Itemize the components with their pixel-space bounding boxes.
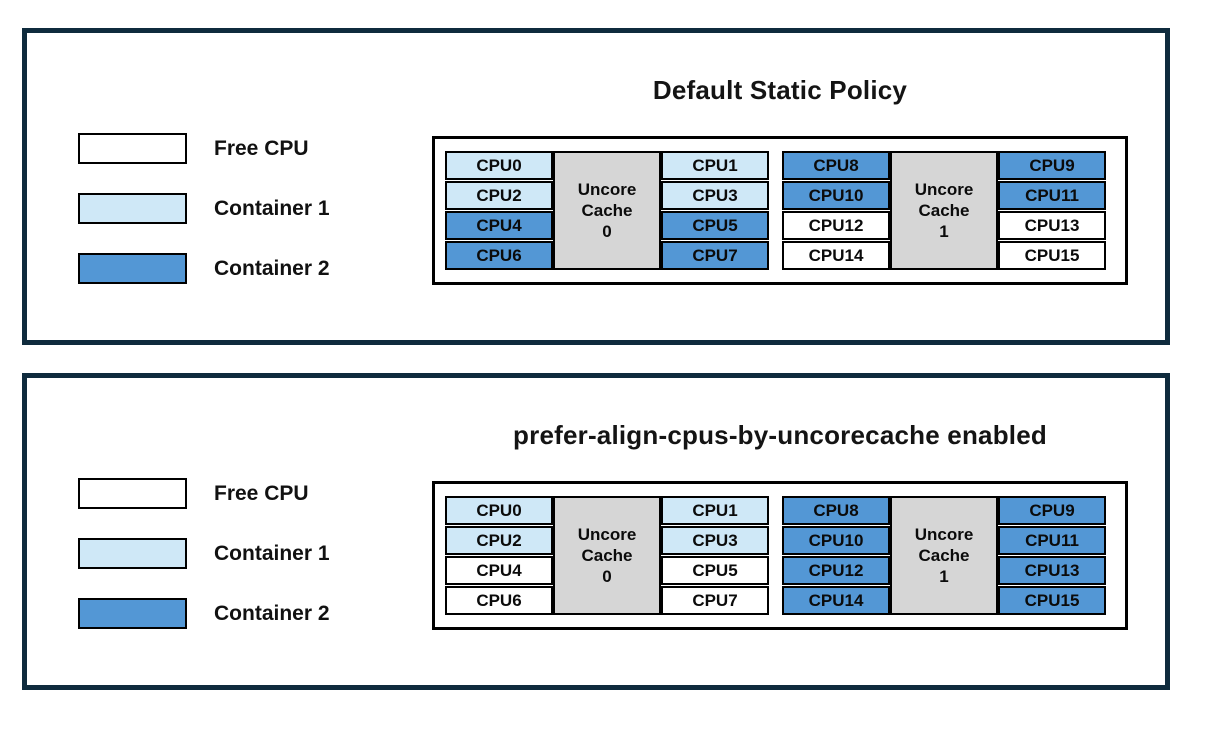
cpu-column-right: CPU1 CPU3 CPU5 CPU7 xyxy=(661,151,769,270)
cpu-cell: CPU10 xyxy=(782,526,890,555)
panel-title: Default Static Policy xyxy=(652,75,908,105)
cpu-cell: CPU2 xyxy=(445,181,553,210)
cpu-cell: CPU11 xyxy=(998,526,1106,555)
cpu-cell: CPU0 xyxy=(445,151,553,180)
uncore-cache-1-block: Uncore Cache 1 xyxy=(890,151,998,270)
cpu-column-right: CPU1 CPU3 CPU5 CPU7 xyxy=(661,496,769,615)
uncore-cache-0-block: Uncore Cache 0 xyxy=(553,151,661,270)
cpu-cell: CPU9 xyxy=(998,496,1106,525)
legend-swatch-container-1 xyxy=(78,538,187,569)
cache-label-line: 1 xyxy=(939,567,949,587)
legend-label: Free CPU xyxy=(214,136,309,160)
uncore-cache-0-block: Uncore Cache 0 xyxy=(553,496,661,615)
cpu-cell: CPU8 xyxy=(782,496,890,525)
cpu-cell: CPU5 xyxy=(661,211,769,240)
legend-row-free-cpu: Free CPU xyxy=(78,133,330,164)
cache-label-line: Uncore xyxy=(577,179,637,199)
legend: Free CPU Container 1 Container 2 xyxy=(78,478,330,629)
cpu-cell: CPU2 xyxy=(445,526,553,555)
cpu-cell: CPU0 xyxy=(445,496,553,525)
cpu-cell: CPU14 xyxy=(782,586,890,615)
cpu-cell: CPU1 xyxy=(661,496,769,525)
cache-label-line: 1 xyxy=(939,222,949,242)
cpu-cell: CPU6 xyxy=(445,241,553,270)
uncore-cache-0-group: CPU0 CPU2 CPU4 CPU6 Uncore Cache 0 CPU1 … xyxy=(445,496,769,615)
cpu-cell: CPU7 xyxy=(661,586,769,615)
cpu-column-right: CPU9 CPU11 CPU13 CPU15 xyxy=(998,151,1106,270)
legend-swatch-container-2 xyxy=(78,253,187,284)
cpu-cell: CPU10 xyxy=(782,181,890,210)
cache-label-line: Uncore xyxy=(914,179,974,199)
cpu-cell: CPU1 xyxy=(661,151,769,180)
cpu-cell: CPU8 xyxy=(782,151,890,180)
cpu-column-right: CPU9 CPU11 CPU13 CPU15 xyxy=(998,496,1106,615)
cache-label-line: Cache xyxy=(918,200,970,220)
policy-panel-uncorecache-aligned: prefer-align-cpus-by-uncorecache enabled… xyxy=(22,373,1170,690)
cpu-cell: CPU6 xyxy=(445,586,553,615)
legend-swatch-container-2 xyxy=(78,598,187,629)
panel-title: prefer-align-cpus-by-uncorecache enabled xyxy=(513,420,1047,450)
policy-panel-default-static: Default Static Policy Free CPU Container… xyxy=(22,28,1170,345)
legend-row-container-1: Container 1 xyxy=(78,538,330,569)
cpu-cell: CPU3 xyxy=(661,526,769,555)
legend-row-container-2: Container 2 xyxy=(78,598,330,629)
cpu-column-left: CPU8 CPU10 CPU12 CPU14 xyxy=(782,151,890,270)
cache-label-line: Cache xyxy=(918,545,970,565)
legend-label: Container 2 xyxy=(214,601,330,625)
cpu-cell: CPU4 xyxy=(445,211,553,240)
cpu-cell: CPU13 xyxy=(998,556,1106,585)
cpu-cell: CPU12 xyxy=(782,211,890,240)
cpu-cell: CPU11 xyxy=(998,181,1106,210)
cpu-topology-diagram: CPU0 CPU2 CPU4 CPU6 Uncore Cache 0 CPU1 … xyxy=(432,136,1128,285)
legend-swatch-free xyxy=(78,478,187,509)
uncore-cache-1-block: Uncore Cache 1 xyxy=(890,496,998,615)
cache-label-line: Uncore xyxy=(577,524,637,544)
legend-label: Container 2 xyxy=(214,256,330,280)
uncore-cache-1-group: CPU8 CPU10 CPU12 CPU14 Uncore Cache 1 CP… xyxy=(782,496,1106,615)
cpu-cell: CPU13 xyxy=(998,211,1106,240)
legend-swatch-free xyxy=(78,133,187,164)
cache-label-line: 0 xyxy=(602,222,612,242)
legend: Free CPU Container 1 Container 2 xyxy=(78,133,330,284)
cpu-topology-diagram: CPU0 CPU2 CPU4 CPU6 Uncore Cache 0 CPU1 … xyxy=(432,481,1128,630)
legend-label: Free CPU xyxy=(214,481,309,505)
cpu-cell: CPU15 xyxy=(998,586,1106,615)
cache-label-line: Cache xyxy=(581,200,633,220)
legend-row-free-cpu: Free CPU xyxy=(78,478,330,509)
cpu-cell: CPU3 xyxy=(661,181,769,210)
legend-swatch-container-1 xyxy=(78,193,187,224)
cpu-cell: CPU5 xyxy=(661,556,769,585)
cpu-cell: CPU12 xyxy=(782,556,890,585)
legend-label: Container 1 xyxy=(214,196,330,220)
legend-row-container-2: Container 2 xyxy=(78,253,330,284)
legend-row-container-1: Container 1 xyxy=(78,193,330,224)
cpu-cell: CPU9 xyxy=(998,151,1106,180)
cache-label-line: Cache xyxy=(581,545,633,565)
cache-label-line: 0 xyxy=(602,567,612,587)
cpu-column-left: CPU0 CPU2 CPU4 CPU6 xyxy=(445,496,553,615)
cpu-cell: CPU7 xyxy=(661,241,769,270)
legend-label: Container 1 xyxy=(214,541,330,565)
uncore-cache-1-group: CPU8 CPU10 CPU12 CPU14 Uncore Cache 1 CP… xyxy=(782,151,1106,270)
uncore-cache-0-group: CPU0 CPU2 CPU4 CPU6 Uncore Cache 0 CPU1 … xyxy=(445,151,769,270)
cpu-cell: CPU15 xyxy=(998,241,1106,270)
cpu-column-left: CPU8 CPU10 CPU12 CPU14 xyxy=(782,496,890,615)
cache-label-line: Uncore xyxy=(914,524,974,544)
cpu-cell: CPU4 xyxy=(445,556,553,585)
cpu-cell: CPU14 xyxy=(782,241,890,270)
cpu-column-left: CPU0 CPU2 CPU4 CPU6 xyxy=(445,151,553,270)
